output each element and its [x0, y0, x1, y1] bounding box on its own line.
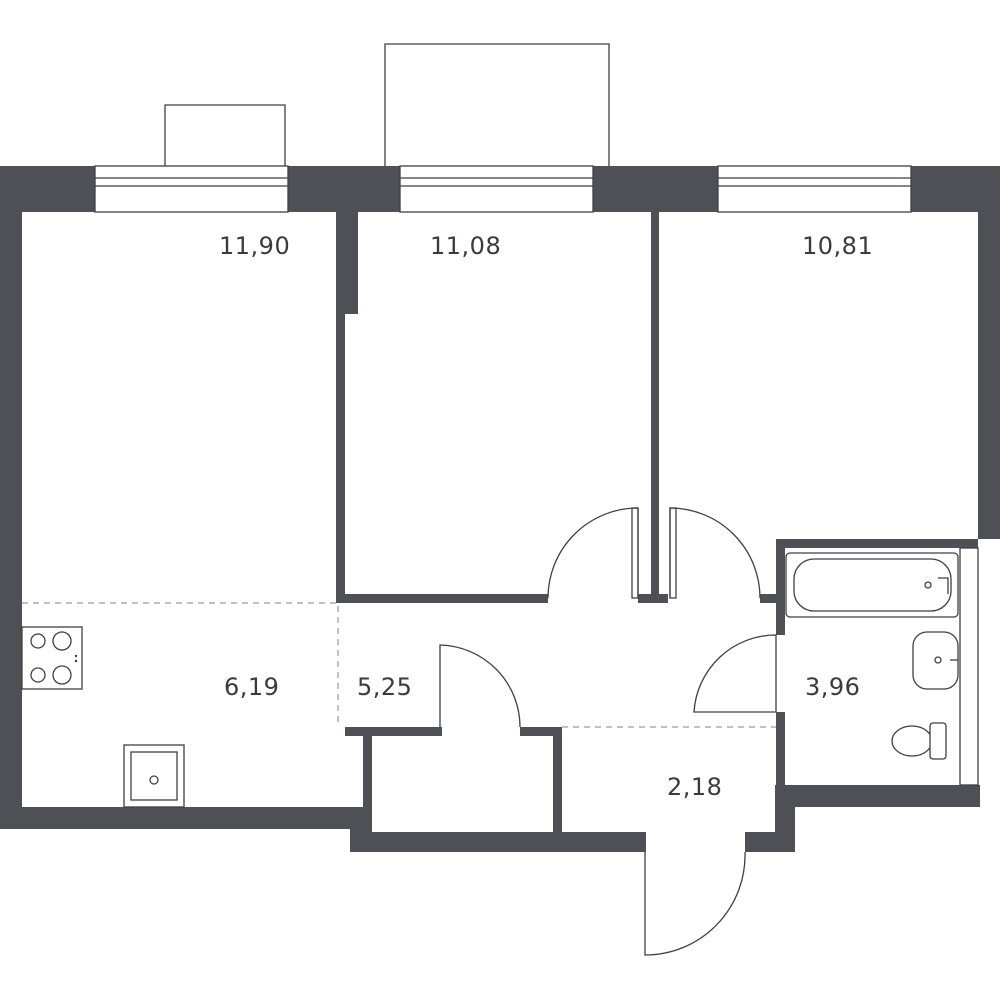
area-room-middle: 11,08 [430, 232, 501, 260]
washbasin-icon [912, 631, 959, 690]
area-kitchen: 6,19 [224, 673, 279, 701]
toilet-icon [891, 722, 947, 760]
door-middle-room [547, 507, 639, 599]
interior-walls [336, 212, 978, 832]
bathroom-outline [959, 547, 979, 786]
zone-lines [22, 602, 776, 728]
area-entry: 2,18 [667, 773, 722, 801]
bathtub-icon [785, 552, 959, 618]
sink-icon [123, 744, 185, 808]
balcony-center [384, 43, 610, 166]
door-storage [439, 644, 521, 728]
window-middle [399, 165, 594, 213]
stove-icon [21, 626, 83, 690]
balcony-left [164, 104, 286, 166]
window-right [717, 165, 912, 213]
area-room-left: 11,90 [219, 232, 290, 260]
window-left [94, 165, 289, 213]
area-hall: 5,25 [357, 673, 412, 701]
area-room-right: 10,81 [802, 232, 873, 260]
door-entrance [644, 851, 746, 956]
door-bathroom [693, 634, 777, 713]
area-bathroom: 3,96 [805, 673, 860, 701]
door-right-room [669, 507, 761, 599]
area-labels: 11,90 11,08 10,81 6,19 5,25 3,96 2,18 [219, 232, 873, 801]
